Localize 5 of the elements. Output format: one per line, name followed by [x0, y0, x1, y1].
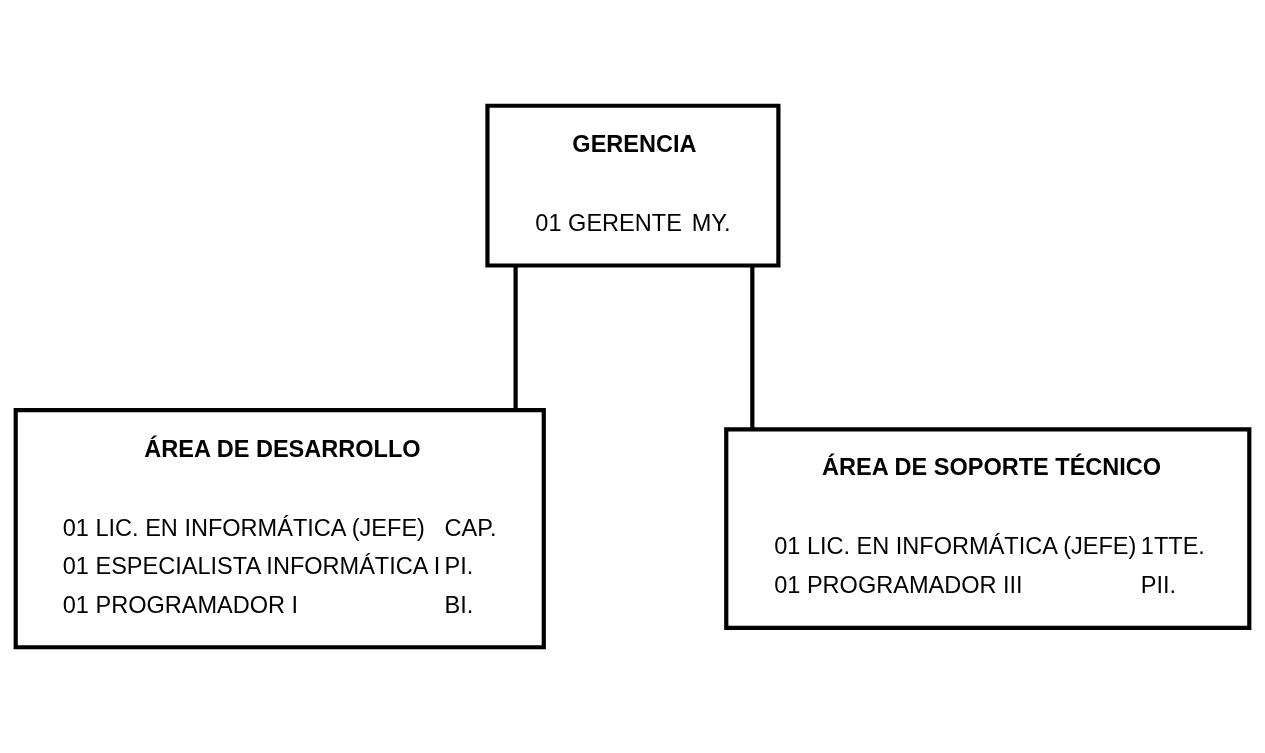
connector: [750, 265, 755, 429]
node-box: ÁREA DE SOPORTE TÉCNICO 01 LIC. EN INFORMÁTICA (JEFE) 1TTE. 01 PROGRAMADOR III PII.: [724, 427, 1252, 631]
node-box: GERENCIA 01 GERENTE MY.: [485, 103, 781, 268]
connector: [513, 265, 518, 411]
node-box: ÁREA DE DESARROLLO 01 LIC. EN INFORMÁTICA (JEFE) CAP. 01 ESPECIALISTA INFORMÁTICA I PI. 01 PROGRAMADOR I BI.: [13, 408, 546, 650]
